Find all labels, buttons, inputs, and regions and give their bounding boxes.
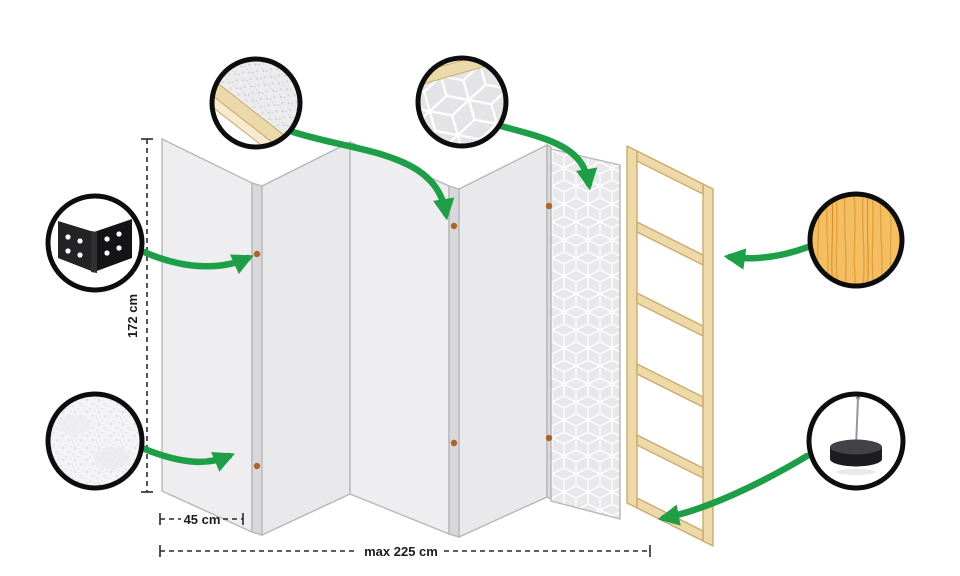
panel-3 xyxy=(349,140,450,536)
arrow-wood xyxy=(723,243,812,270)
hinge-pin xyxy=(545,202,553,210)
hinge-pin xyxy=(450,439,458,447)
callout-circle-border xyxy=(209,56,303,150)
callout-frame-corner xyxy=(209,56,303,150)
arrow-felt-pad xyxy=(657,452,811,526)
callout-arrows xyxy=(138,121,812,526)
callout-circle-border xyxy=(45,391,145,491)
fleece-texture-icon xyxy=(48,394,142,488)
callout-pattern-corner xyxy=(415,55,509,149)
callout-circle-border xyxy=(806,391,906,491)
height-label: 172 cm xyxy=(125,294,140,338)
wooden-frame xyxy=(626,145,714,547)
callout-wood xyxy=(807,191,905,289)
hinge-icon xyxy=(58,219,132,273)
panel-4 xyxy=(458,143,548,539)
panel-width-label: 45 cm xyxy=(184,512,221,527)
frame-rung xyxy=(636,292,704,337)
frame-rung xyxy=(636,150,704,195)
callout-hinge xyxy=(45,193,145,293)
height-dimension xyxy=(141,138,153,493)
frame-left-rail xyxy=(626,145,638,509)
frame-rung xyxy=(636,221,704,266)
panel-1 xyxy=(161,137,253,534)
arrow-fleece xyxy=(138,444,235,472)
hinge-pins xyxy=(253,202,553,470)
max-width-label: max 225 cm xyxy=(364,544,438,559)
callout-circle-border xyxy=(415,55,509,149)
arrow-hinge xyxy=(140,248,254,274)
frame-rung xyxy=(636,434,704,479)
max-width-dimension xyxy=(159,545,651,557)
arrow-frame-corner xyxy=(286,127,455,221)
hinge-pin xyxy=(253,250,261,258)
hinge-pin xyxy=(253,462,261,470)
hinge-pin xyxy=(545,434,553,442)
panel-width-dimension xyxy=(159,513,244,525)
callout-circle-border xyxy=(45,193,145,293)
folding-screen xyxy=(161,137,621,539)
panel-2 xyxy=(261,140,351,537)
frame-right-rail xyxy=(702,183,714,547)
panel-1-edge xyxy=(251,182,263,536)
arrow-pattern-corner xyxy=(493,121,598,191)
callout-felt-pad xyxy=(806,391,906,491)
hinge-pin xyxy=(450,222,458,230)
callout-circle-border xyxy=(807,191,905,289)
callout-fleece xyxy=(45,391,145,491)
dimension-lines xyxy=(141,138,651,557)
panel-3-edge xyxy=(448,185,460,538)
panel-5-patterned xyxy=(550,148,621,520)
frame-rung xyxy=(636,363,704,408)
felt-pad-icon xyxy=(830,396,882,475)
